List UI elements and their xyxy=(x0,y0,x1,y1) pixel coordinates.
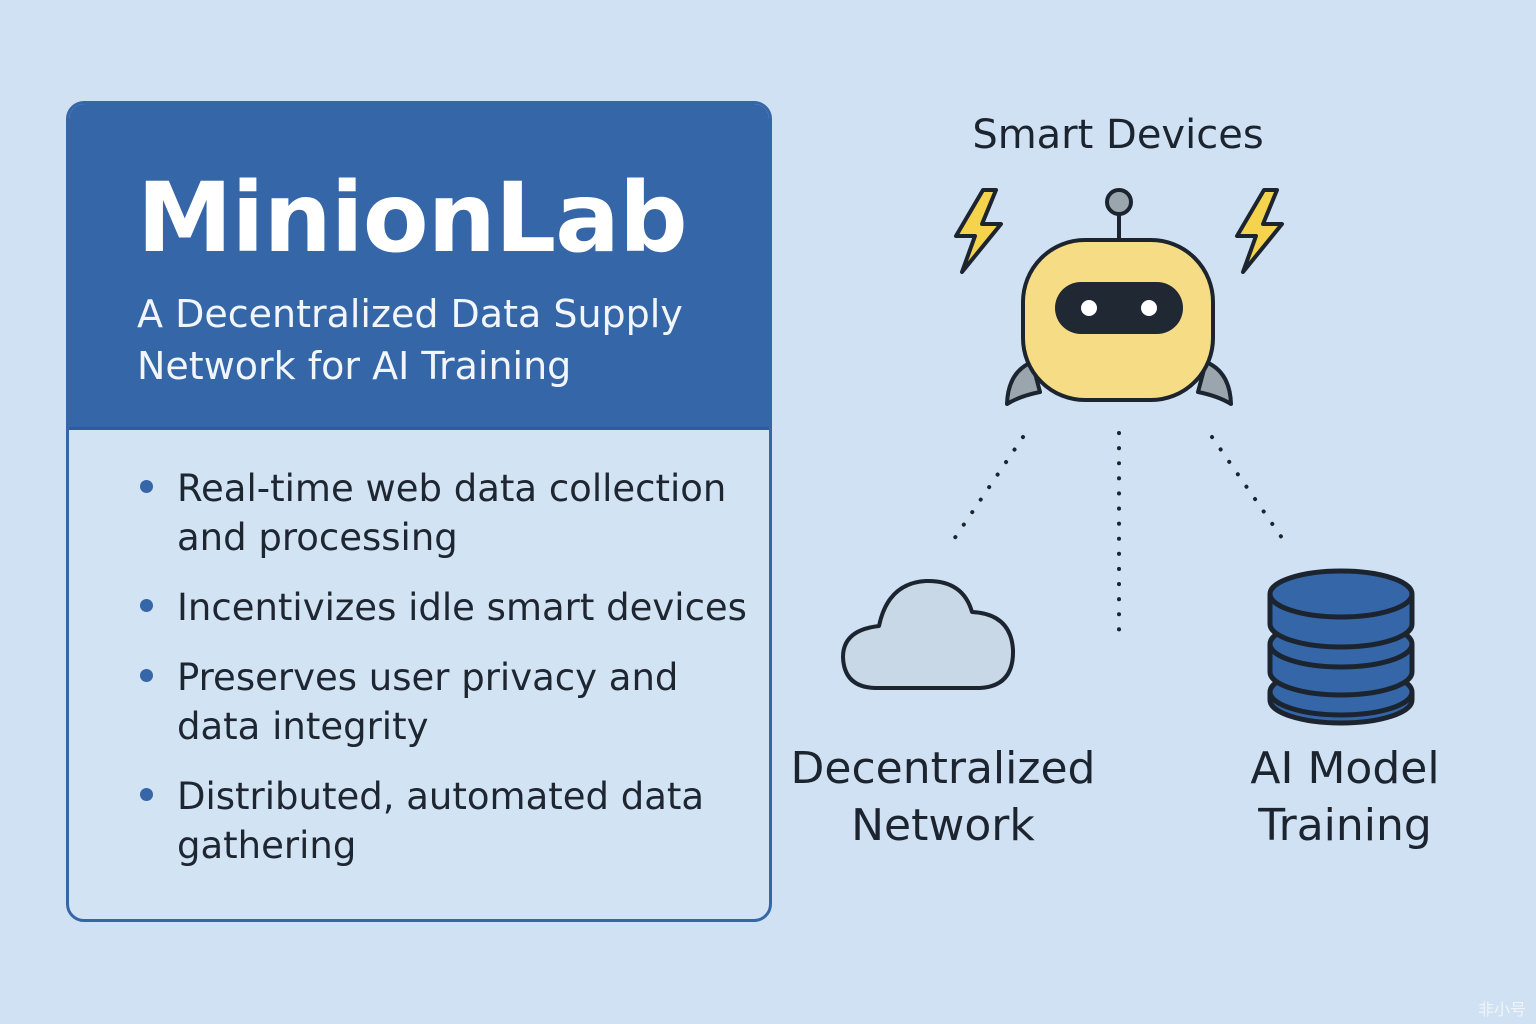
ai-model-training-label: AI Model Training xyxy=(1250,743,1440,851)
bullet-icon xyxy=(140,480,153,493)
feature-text: Preserves user privacy and data integrit… xyxy=(177,656,679,748)
lightning-icon-right xyxy=(1235,188,1284,274)
smart-devices-label: Smart Devices xyxy=(972,112,1264,158)
feature-text: Real-time web data collection and proces… xyxy=(177,467,727,559)
bullet-icon xyxy=(140,599,153,612)
feature-item: Preserves user privacy and data integrit… xyxy=(137,653,769,751)
robot-icon xyxy=(1005,188,1233,406)
brand-subtitle: A Decentralized Data Supply Network for … xyxy=(137,292,683,388)
bullet-icon xyxy=(140,669,153,682)
brand-title: MinionLab xyxy=(137,162,688,274)
feature-item: Incentivizes idle smart devices xyxy=(137,583,769,632)
lightning-icon-left xyxy=(954,188,1003,274)
watermark: 非小号 xyxy=(1477,1000,1526,1019)
cloud-icon xyxy=(841,578,1016,690)
feature-item: Distributed, automated data gathering xyxy=(137,772,769,870)
connector-lines xyxy=(946,431,1291,638)
feature-text: Incentivizes idle smart devices xyxy=(177,586,747,629)
feature-item: Real-time web data collection and proces… xyxy=(137,464,769,562)
info-card: MinionLab A Decentralized Data Supply Ne… xyxy=(66,101,772,922)
card-header: MinionLab A Decentralized Data Supply Ne… xyxy=(69,104,769,430)
bullet-icon xyxy=(140,788,153,801)
database-icon xyxy=(1267,568,1415,726)
decentralized-network-label: Decentralized Network xyxy=(790,743,1096,851)
feature-text: Distributed, automated data gathering xyxy=(177,775,705,867)
feature-list: Real-time web data collection and proces… xyxy=(69,430,769,870)
